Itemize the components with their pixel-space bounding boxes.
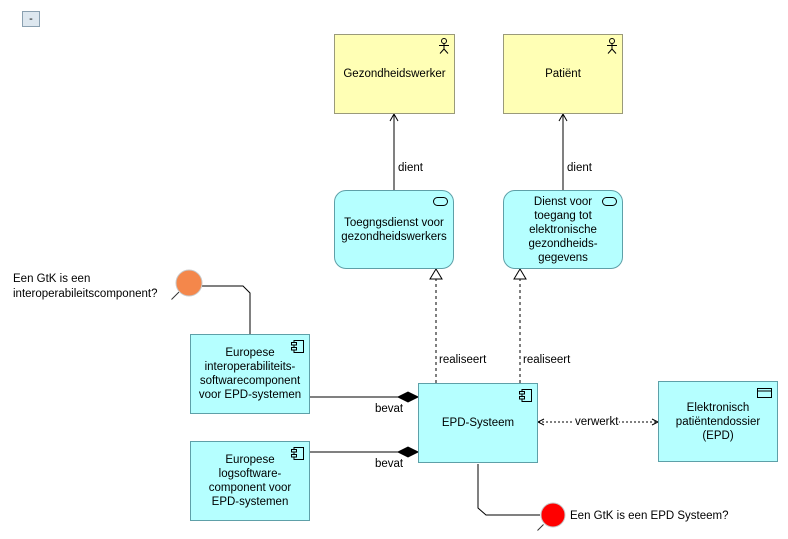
serving-label-1: dient bbox=[398, 162, 423, 174]
actor-icon bbox=[439, 38, 449, 54]
actor-label: Patiënt bbox=[545, 68, 581, 80]
composition-label-1: bevat bbox=[375, 403, 404, 415]
composition-relation-2[interactable] bbox=[310, 446, 420, 458]
serving-label-2: dient bbox=[567, 162, 592, 174]
component-label: Europese interoperabiliteits-softwarecom… bbox=[198, 347, 302, 401]
access-label: verwerkt bbox=[574, 416, 620, 428]
realization-label-1: realiseert bbox=[439, 354, 487, 366]
service-toegangsdienst[interactable]: Toegngsdienst voor gezondheidswerkers bbox=[334, 190, 454, 269]
assessment-icon-orange[interactable] bbox=[170, 267, 204, 301]
assessment-icon-red[interactable] bbox=[536, 500, 566, 532]
composition-relation-1[interactable] bbox=[310, 391, 420, 403]
collapse-toggle-button[interactable]: - bbox=[22, 11, 40, 27]
service-label: Toegngsdienst voor gezondheidswerkers bbox=[341, 216, 447, 243]
component-icon bbox=[291, 340, 304, 353]
serving-relation-2[interactable] bbox=[558, 112, 568, 190]
data-object-icon bbox=[757, 388, 772, 398]
component-label: EPD-Systeem bbox=[441, 417, 515, 429]
realization-label-2: realiseert bbox=[523, 354, 571, 366]
realization-relation-2[interactable] bbox=[513, 268, 527, 383]
data-object-label: Elektronisch patiëntendossier (EPD) bbox=[675, 401, 761, 442]
actor-icon bbox=[607, 38, 617, 54]
assessment-label-epd: Een GtK is een EPD Systeem? bbox=[570, 510, 729, 522]
realization-relation-1[interactable] bbox=[429, 268, 443, 383]
service-icon bbox=[602, 197, 617, 206]
service-label: Dienst voor toegang tot elektronische ge… bbox=[528, 196, 598, 264]
assessment-label-interop: Een GtK is een interoperabileitscomponen… bbox=[13, 273, 158, 300]
data-object-epd[interactable]: Elektronisch patiëntendossier (EPD) bbox=[658, 381, 778, 462]
composition-label-2: bevat bbox=[375, 458, 404, 470]
component-icon bbox=[291, 447, 304, 460]
actor-gezondheidswerker[interactable]: Gezondheidswerker bbox=[334, 34, 455, 114]
serving-relation-1[interactable] bbox=[389, 112, 399, 190]
assessment-association-2[interactable] bbox=[477, 464, 540, 516]
component-epd-systeem[interactable]: EPD-Systeem bbox=[418, 383, 538, 463]
component-interoperability[interactable]: Europese interoperabiliteits-softwarecom… bbox=[190, 334, 310, 414]
assessment-association-1[interactable] bbox=[202, 285, 251, 334]
service-icon bbox=[433, 197, 448, 206]
component-label: Europese logsoftware-component voor EPD-… bbox=[208, 454, 292, 508]
service-ehr-access[interactable]: Dienst voor toegang tot elektronische ge… bbox=[503, 190, 623, 269]
actor-patient[interactable]: Patiënt bbox=[503, 34, 623, 114]
component-icon bbox=[519, 389, 532, 402]
actor-label: Gezondheidswerker bbox=[343, 68, 446, 80]
component-log[interactable]: Europese logsoftware-component voor EPD-… bbox=[190, 441, 310, 521]
